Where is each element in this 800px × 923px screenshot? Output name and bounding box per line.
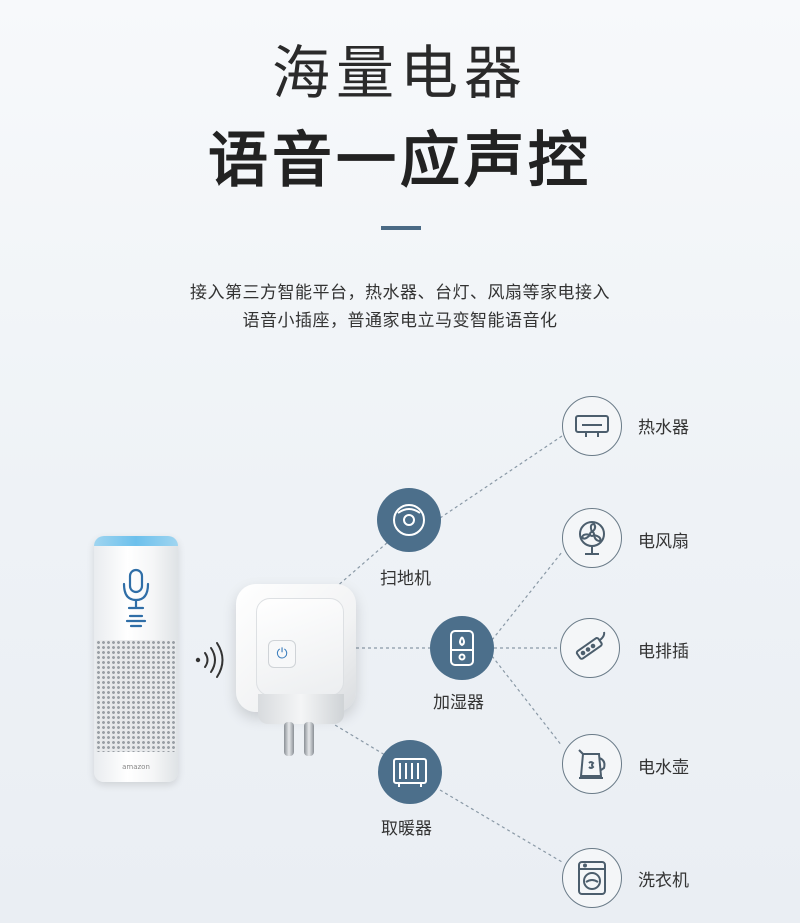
- title-line1: 海量电器: [271, 39, 528, 107]
- speaker-light-ring: [94, 536, 178, 546]
- line-humidifier-to-fan: [491, 551, 563, 641]
- device-label-fan: 电风扇: [638, 532, 689, 552]
- wifi-waves-icon: [195, 642, 224, 678]
- speaker-grille: [96, 640, 176, 752]
- description-line1: 接入第三方智能平台，热水器、台灯、风扇等家电接入: [190, 283, 610, 303]
- washing-machine-icon: [562, 848, 622, 908]
- robot-vacuum-icon: [377, 488, 441, 552]
- plug-pin-right: [304, 722, 314, 756]
- power-strip-icon: [560, 618, 620, 678]
- title-divider: [381, 226, 421, 230]
- plug-pin-left: [284, 722, 294, 756]
- speaker-brand: amazon: [122, 763, 150, 771]
- power-button[interactable]: ⏻: [268, 640, 296, 668]
- line-humidifier-to-kettle: [491, 655, 563, 747]
- title-line2: 语音一应声控: [208, 126, 592, 196]
- kettle-icon: [562, 734, 622, 794]
- line-plug-to-heater: [329, 721, 391, 759]
- plug-base: [258, 694, 344, 724]
- device-label-vacuum: 扫地机: [380, 569, 431, 589]
- device-label-kettle: 电水壶: [638, 758, 689, 778]
- description-line2: 语音小插座，普通家电立马变智能语音化: [242, 311, 558, 331]
- microphone-icon: [122, 568, 150, 628]
- heater-icon: [378, 740, 442, 804]
- device-label-humidifier: 加湿器: [433, 693, 484, 713]
- device-label-heater: 取暖器: [381, 819, 432, 839]
- line-vacuum-to-waterheater: [439, 435, 563, 519]
- device-label-power-strip: 电排插: [638, 642, 689, 662]
- fan-icon: [562, 508, 622, 568]
- device-label-washing-machine: 洗衣机: [638, 871, 689, 891]
- humidifier-icon: [430, 616, 494, 680]
- line-heater-to-washer: [439, 789, 563, 863]
- device-label-water-heater: 热水器: [638, 418, 689, 438]
- water-heater-icon: [562, 396, 622, 456]
